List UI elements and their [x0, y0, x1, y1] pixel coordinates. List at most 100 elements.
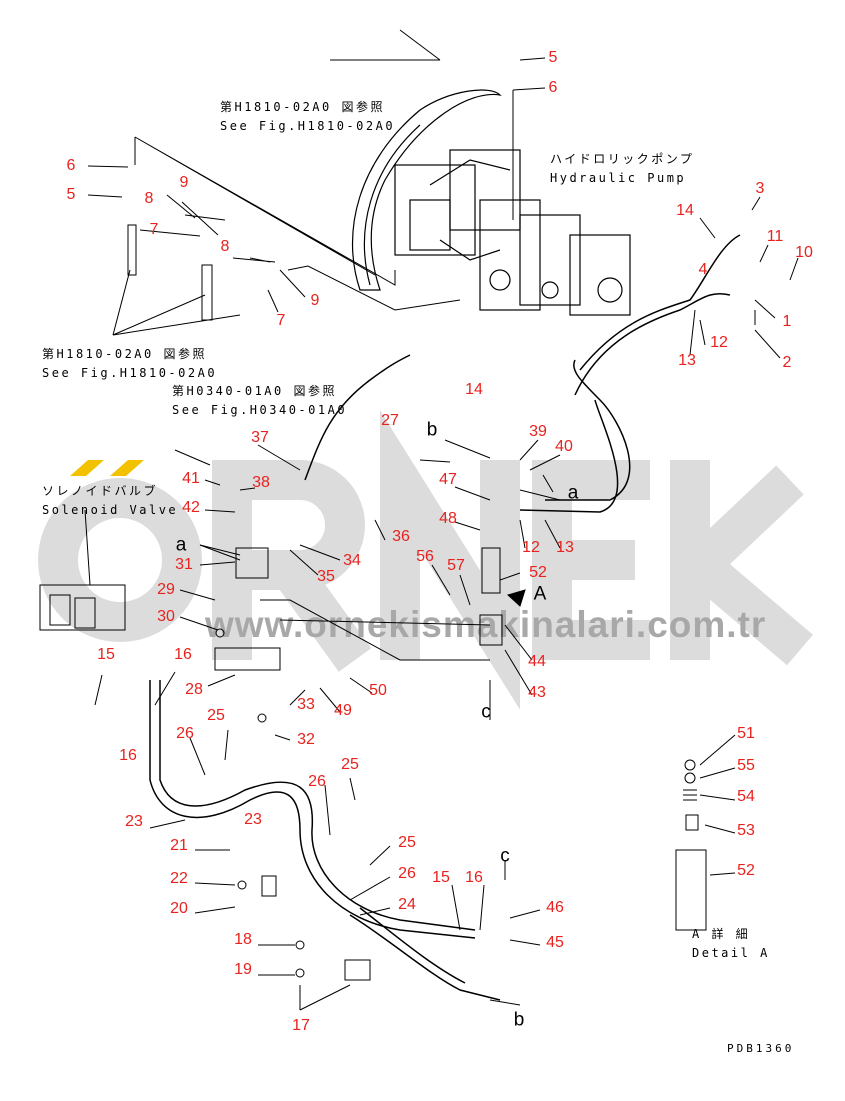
- callout: 12: [522, 539, 540, 556]
- detail-a-label: A 詳 細 Detail A: [692, 925, 770, 963]
- label-jp: ソレノイドバルブ: [42, 484, 159, 498]
- reference-en: See Fig.H1810-02A0: [220, 119, 396, 133]
- callout: 45: [546, 934, 564, 951]
- callout: 26: [176, 725, 194, 742]
- callout: 6: [548, 79, 558, 96]
- watermark-letter-r: [212, 460, 372, 672]
- callout: 9: [310, 292, 320, 309]
- callout: 53: [737, 822, 755, 839]
- reference-jp: 第H1810-02A0 図参照: [220, 100, 385, 114]
- connection-letter: c: [500, 845, 510, 867]
- callout: 40: [555, 438, 573, 455]
- label-en: Solenoid Valve: [42, 503, 179, 517]
- callout: 10: [795, 244, 813, 261]
- callout: 16: [119, 747, 137, 764]
- reference-en: See Fig.H0340-01A0: [172, 403, 348, 417]
- callout: 34: [343, 552, 361, 569]
- hydraulic-pump-label: ハイドロリックポンプ Hydraulic Pump: [550, 150, 694, 188]
- callout: 36: [392, 528, 410, 545]
- callout: 2: [782, 354, 792, 371]
- callout: 16: [465, 869, 483, 886]
- connection-letter: a: [567, 482, 579, 504]
- callout: 21: [170, 837, 188, 854]
- callout: 57: [447, 557, 465, 574]
- callout: 46: [546, 899, 564, 916]
- callout: 37: [251, 429, 269, 446]
- connection-letter: c: [481, 701, 491, 723]
- callout: 13: [678, 352, 696, 369]
- connection-letter: a: [175, 534, 187, 556]
- callout: 8: [220, 238, 230, 255]
- callout: 47: [439, 471, 457, 488]
- callout: 56: [416, 548, 434, 565]
- callout: 16: [174, 646, 192, 663]
- callout: 15: [97, 646, 115, 663]
- callout: 5: [548, 49, 558, 66]
- watermark-letter-o: [38, 478, 202, 642]
- callout: 25: [207, 707, 225, 724]
- label-jp: ハイドロリックポンプ: [550, 152, 695, 166]
- callout: 14: [465, 381, 483, 398]
- callout: 24: [398, 896, 416, 913]
- callout: 26: [308, 773, 326, 790]
- callout: 30: [157, 608, 175, 625]
- callout: 20: [170, 900, 188, 917]
- callout: 23: [125, 813, 143, 830]
- connection-letter: b: [513, 1009, 525, 1031]
- callout: 52: [737, 862, 755, 879]
- callout: 28: [185, 681, 203, 698]
- callout: 33: [297, 696, 315, 713]
- reference-fittings-fig: 第H1810-02A0 図参照 See Fig.H1810-02A0: [42, 345, 217, 383]
- watermark-letter-k: [670, 460, 813, 666]
- callout: 49: [334, 702, 352, 719]
- callout: 6: [66, 157, 76, 174]
- callout: 26: [398, 865, 416, 882]
- callout: 41: [182, 470, 200, 487]
- callout: 27: [381, 412, 399, 429]
- callout: 9: [179, 174, 189, 191]
- callout: 25: [398, 834, 416, 851]
- callout: 13: [556, 539, 574, 556]
- callout: 15: [432, 869, 450, 886]
- callout: 35: [317, 568, 335, 585]
- callout: 55: [737, 757, 755, 774]
- callout: 7: [276, 312, 286, 329]
- drawing-code: PDB1360: [727, 1042, 795, 1055]
- callout: 8: [144, 190, 154, 207]
- components: [39, 224, 707, 981]
- connection-letter: b: [426, 419, 438, 441]
- callout: 51: [737, 725, 755, 742]
- callout: 11: [766, 228, 784, 245]
- callout: 3: [755, 180, 765, 197]
- callout: 29: [157, 581, 175, 598]
- callout: 4: [698, 261, 708, 278]
- hoses: [149, 234, 741, 1001]
- callout: 12: [710, 334, 728, 351]
- label-en: Hydraulic Pump: [550, 171, 687, 185]
- reference-en: See Fig.H1810-02A0: [42, 366, 218, 380]
- reference-pump-fig: 第H1810-02A0 図参照 See Fig.H1810-02A0: [220, 98, 395, 136]
- callout: 50: [369, 682, 387, 699]
- callout: 19: [234, 961, 252, 978]
- callout: 25: [341, 756, 359, 773]
- solenoid-valve-label: ソレノイドバルブ Solenoid Valve: [42, 482, 178, 520]
- detail-arrow-A: [507, 589, 526, 607]
- callout: 18: [234, 931, 252, 948]
- reference-hose-fig: 第H0340-01A0 図参照 See Fig.H0340-01A0: [172, 382, 347, 420]
- callout: 42: [182, 499, 200, 516]
- callout: 14: [676, 202, 694, 219]
- detail-letter: A: [533, 583, 547, 605]
- label-en: Detail A: [692, 946, 770, 960]
- callout: 32: [297, 731, 315, 748]
- callout: 54: [737, 788, 755, 805]
- callout: 31: [175, 556, 193, 573]
- callout: 48: [439, 510, 457, 527]
- callout: 43: [528, 684, 546, 701]
- leader-lines: [84, 29, 799, 1011]
- watermark-letter-e: [532, 460, 650, 660]
- callout: 17: [292, 1017, 310, 1034]
- callout: 1: [782, 313, 792, 330]
- callout: 52: [529, 564, 547, 581]
